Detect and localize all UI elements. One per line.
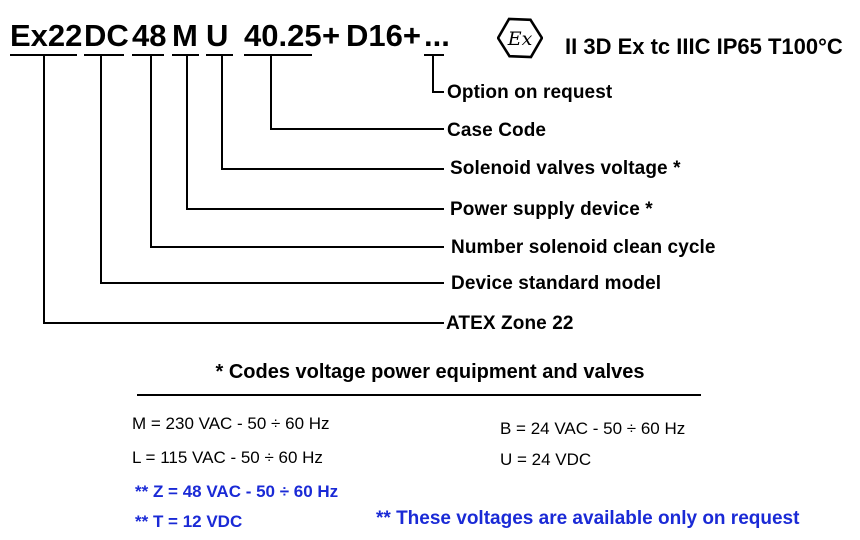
voltage-code-u: U = 24 VDC [500, 450, 592, 469]
code-segment-d16: D16+ [346, 18, 421, 53]
connector-options-v [432, 56, 434, 92]
connector-power-h [186, 208, 444, 210]
code-segment-case: 40.25 [244, 18, 322, 53]
connector-options-h [432, 91, 444, 93]
connector-valves-h [221, 168, 444, 170]
underline-ex22 [10, 54, 77, 56]
label-power-supply: Power supply device * [450, 199, 653, 220]
code-segment-ex22: Ex22 [10, 18, 83, 53]
on-request-note: ** These voltages are available only on … [376, 508, 800, 529]
connector-cycle-v [150, 56, 152, 248]
connector-power-v [186, 56, 188, 210]
connector-model-v [100, 56, 102, 284]
svg-text:Ex: Ex [507, 28, 533, 50]
label-option-on-request: Option on request [447, 82, 613, 103]
code-segment-options: ... [424, 18, 450, 53]
voltage-table-divider [137, 394, 701, 396]
label-solenoid-voltage: Solenoid valves voltage * [450, 158, 681, 179]
voltage-code-m: M = 230 VAC - 50 ÷ 60 Hz [132, 414, 330, 433]
connector-case-h [270, 128, 444, 130]
connector-model-h [100, 282, 444, 284]
label-standard-model: Device standard model [451, 273, 662, 294]
underline-options [424, 54, 444, 56]
connector-atex-h [43, 322, 444, 324]
code-segment-dc: DC [84, 18, 129, 53]
label-case-code: Case Code [447, 120, 547, 141]
underline-case [244, 54, 312, 56]
connector-valves-v [221, 56, 223, 170]
atex-marking: II 3D Ex tc IIIC IP65 T100°C [565, 34, 843, 59]
voltage-code-z: ** Z = 48 VAC - 50 ÷ 60 Hz [135, 482, 339, 501]
voltage-table-title: * Codes voltage power equipment and valv… [215, 361, 645, 383]
label-atex-zone: ATEX Zone 22 [446, 313, 574, 334]
underline-48 [132, 54, 164, 56]
voltage-code-t: ** T = 12 VDC [135, 512, 243, 531]
underline-u [206, 54, 233, 56]
code-segment-48: 48 [132, 18, 167, 53]
connector-case-v [270, 56, 272, 130]
voltage-code-b: B = 24 VAC - 50 ÷ 60 Hz [500, 419, 686, 438]
underline-dc [84, 54, 124, 56]
connector-atex-v [43, 56, 45, 324]
voltage-code-l: L = 115 VAC - 50 ÷ 60 Hz [132, 448, 323, 467]
connector-cycle-h [150, 246, 444, 248]
code-segment-u: U [206, 18, 229, 53]
ex-hexagon-icon: Ex [497, 17, 543, 59]
code-segment-plus: + [322, 18, 341, 53]
label-clean-cycle: Number solenoid clean cycle [451, 237, 716, 258]
code-segment-m: M [172, 18, 198, 53]
underline-m [172, 54, 199, 56]
